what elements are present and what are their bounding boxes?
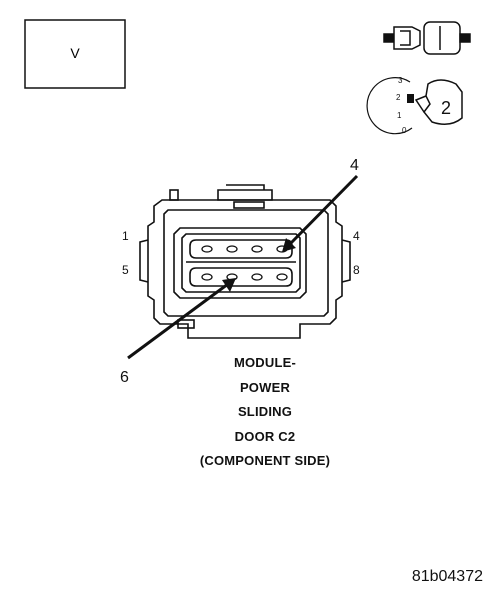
svg-text:0: 0 [402, 126, 407, 135]
pin-label-1: 1 [122, 229, 129, 243]
pin-cavities [201, 245, 288, 281]
svg-text:3: 3 [398, 76, 403, 85]
ignition-key-icon: 3 2 1 0 2 [366, 76, 463, 135]
caption-line-5: (COMPONENT SIDE) [199, 453, 331, 468]
view-box [24, 19, 126, 89]
connector-icon [383, 21, 471, 55]
view-box-label: V [70, 45, 80, 61]
svg-text:1: 1 [397, 111, 402, 120]
pin-label-8: 8 [353, 263, 360, 277]
svg-text:2: 2 [396, 93, 401, 102]
pin-label-5: 5 [122, 263, 129, 277]
caption-line-1: MODULE- [233, 355, 297, 370]
caption-line-2: POWER [239, 380, 291, 395]
caption-line-3: SLIDING [237, 404, 293, 419]
pin-label-4: 4 [353, 229, 360, 243]
callout-arrow-upper [282, 174, 359, 252]
callout-label-upper: 4 [350, 157, 359, 174]
figure-id: 81b04372 [411, 568, 483, 585]
connector-body [139, 184, 351, 339]
callout-label-lower: 6 [120, 369, 129, 386]
callout-arrow-lower [127, 278, 236, 360]
key-number: 2 [441, 98, 451, 118]
caption-line-4: DOOR C2 [234, 429, 296, 444]
